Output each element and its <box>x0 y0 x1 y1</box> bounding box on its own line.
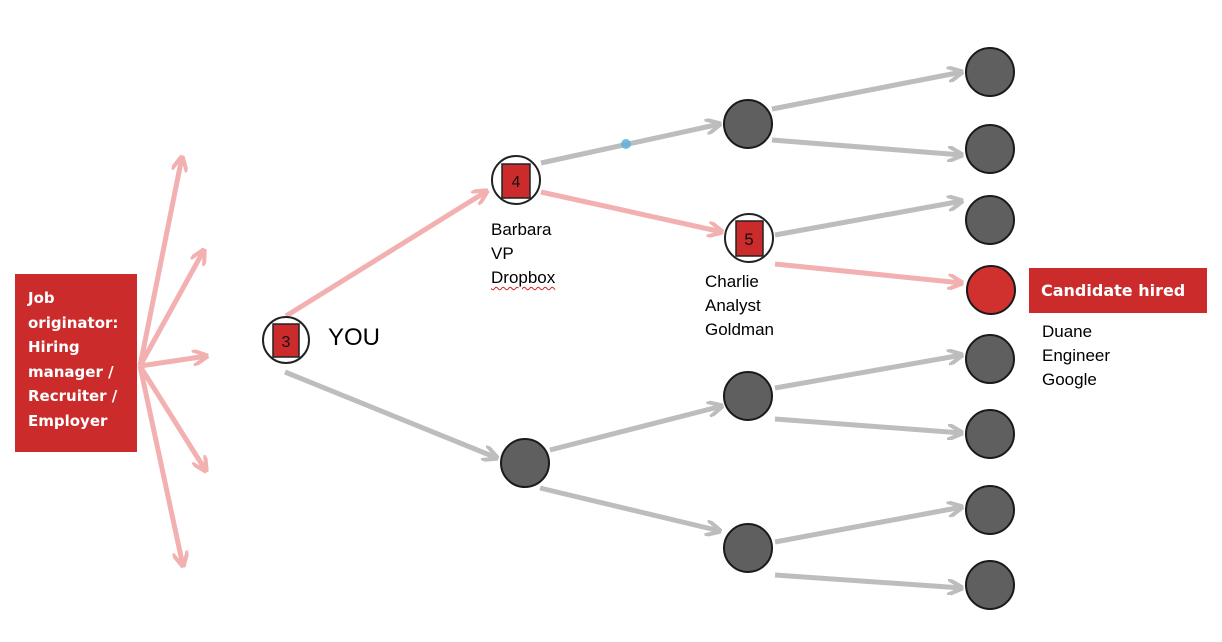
charlie-label: Charlie Analyst Goldman <box>705 270 774 342</box>
barbara-company: Dropbox <box>491 268 556 287</box>
edge <box>539 485 720 531</box>
edge-charlie-to-duane <box>774 261 962 283</box>
fanout-arrow <box>137 364 206 471</box>
job-originator-box: Job originator: Hiring manager / Recruit… <box>15 274 137 452</box>
origin-line: Job <box>28 289 55 307</box>
node-barbara-number: 4 <box>512 174 521 191</box>
edge <box>549 406 722 453</box>
network-node <box>500 438 550 488</box>
network-node <box>965 124 1015 174</box>
originator-fanout-arrows <box>137 157 207 566</box>
edge <box>771 72 962 112</box>
charlie-title: Analyst <box>705 296 761 315</box>
node-you: 3 <box>262 316 310 364</box>
edge <box>771 137 962 155</box>
referral-path-edges <box>284 189 962 319</box>
network-node <box>965 195 1015 245</box>
node-charlie-number: 5 <box>744 230 753 249</box>
network-node <box>965 47 1015 97</box>
network-node <box>965 334 1015 384</box>
origin-line: Hiring <box>28 338 80 356</box>
edge <box>774 416 962 433</box>
fanout-arrow <box>137 250 204 368</box>
fanout-arrow <box>137 157 182 367</box>
origin-line: originator: <box>28 313 119 332</box>
edge <box>774 507 962 545</box>
edge <box>774 201 962 238</box>
barbara-label: Barbara VP Dropbox <box>491 218 555 290</box>
fanout-arrow <box>139 356 207 369</box>
candidate-hired-box: Candidate hired <box>1029 268 1207 313</box>
network-node <box>965 560 1015 610</box>
edge-you-to-barbara <box>284 191 487 319</box>
network-node <box>965 409 1015 459</box>
origin-line: Recruiter / <box>28 387 118 405</box>
node-barbara: 4 <box>491 155 541 205</box>
network-node <box>723 371 773 421</box>
node-you-number: 3 <box>282 334 291 351</box>
duane-label: Duane Engineer Google <box>1042 320 1110 392</box>
node-duane-hired <box>966 265 1016 315</box>
origin-line: Employer <box>28 411 108 430</box>
edge <box>284 369 497 458</box>
you-label: YOU <box>328 324 381 351</box>
origin-line: manager / <box>28 362 114 381</box>
duane-company: Google <box>1042 370 1097 389</box>
duane-name: Duane <box>1042 322 1093 341</box>
barbara-title: VP <box>491 244 514 263</box>
network-edges <box>284 72 962 588</box>
edge-barbara-to-charlie <box>540 189 722 232</box>
network-node <box>723 523 773 573</box>
node-charlie: 5 <box>724 213 774 263</box>
duane-title: Engineer <box>1042 346 1111 365</box>
charlie-company: Goldman <box>705 320 774 339</box>
network-nodes <box>500 47 1015 610</box>
charlie-name: Charlie <box>705 272 759 291</box>
edge <box>774 572 962 588</box>
highlight-dot <box>621 139 631 149</box>
network-node <box>723 99 773 149</box>
network-node <box>965 485 1015 535</box>
edge <box>774 355 962 391</box>
barbara-name: Barbara <box>491 220 552 239</box>
fanout-arrow <box>137 365 183 566</box>
